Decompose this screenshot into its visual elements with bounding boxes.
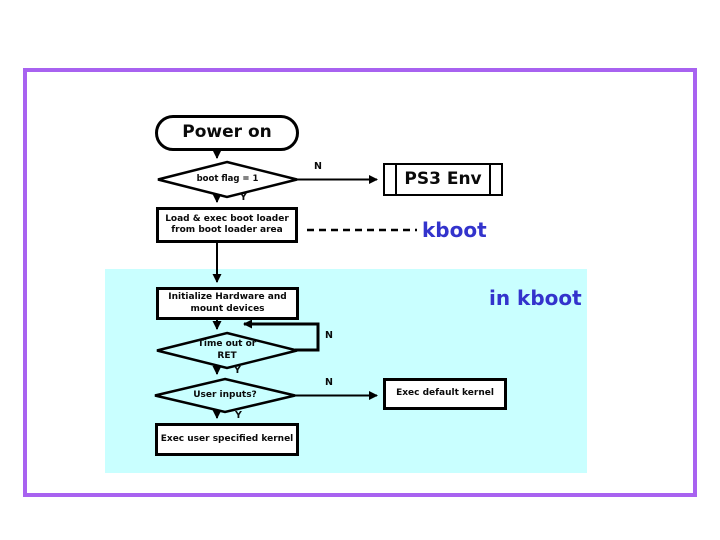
in-kboot-label: in kboot — [489, 286, 582, 310]
node-exec-user-kernel: Exec user specified kernel — [155, 423, 299, 456]
node-exec-user-kernel-label: Exec user specified kernel — [160, 433, 294, 444]
node-load-boot-loader: Load & exec boot loader from boot loader… — [156, 207, 298, 243]
node-power-on-label: Power on — [182, 122, 272, 143]
branch-label-userinputs-yes: Y — [235, 410, 242, 421]
branch-label-timeout-no: N — [325, 330, 333, 341]
predef-bar-left — [395, 164, 397, 195]
kboot-label: kboot — [422, 218, 487, 242]
node-exec-default-kernel: Exec default kernel — [383, 378, 507, 410]
node-load-boot-loader-label: Load & exec boot loader from boot loader… — [165, 213, 289, 235]
decision-boot-flag-label: boot flag = 1 — [196, 174, 259, 185]
predef-bar-right — [489, 164, 491, 195]
decision-user-inputs-label: User inputs? — [193, 389, 257, 400]
node-init-hardware: Initialize Hardware and mount devices — [156, 287, 299, 320]
outer-frame-border — [23, 68, 697, 497]
node-exec-default-kernel-label: Exec default kernel — [396, 388, 494, 399]
node-init-hardware-label: Initialize Hardware and mount devices — [168, 292, 287, 314]
branch-label-bootflag-yes: Y — [240, 192, 247, 203]
branch-label-bootflag-no: N — [314, 161, 322, 172]
node-ps3-env-label: PS3 Env — [404, 168, 482, 189]
node-ps3-env: PS3 Env — [383, 163, 503, 196]
decision-timeout-label: Time out or RET — [197, 339, 257, 361]
node-power-on: Power on — [155, 115, 299, 151]
branch-label-timeout-yes: Y — [234, 365, 241, 376]
branch-label-userinputs-no: N — [325, 377, 333, 388]
